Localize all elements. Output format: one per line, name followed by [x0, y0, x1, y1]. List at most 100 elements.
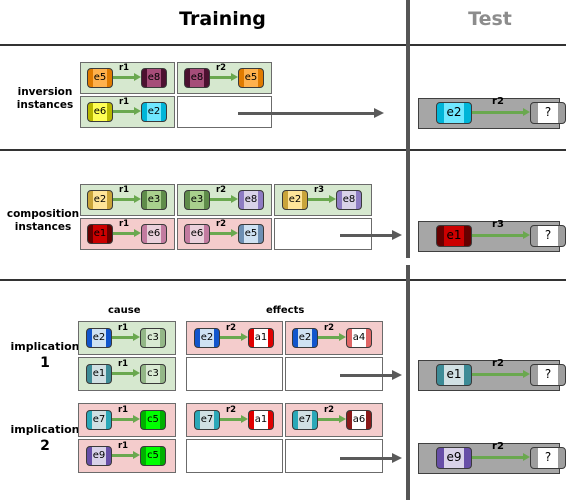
entity-tail: c3	[140, 328, 166, 348]
implication-1-empty-1	[186, 357, 283, 391]
entity-tail: e8	[141, 68, 167, 88]
entity-head: e9	[436, 447, 472, 469]
entity-tail: a1	[248, 410, 274, 430]
relation-label: r1	[118, 219, 130, 229]
entity-label: a4	[352, 332, 366, 343]
entity-label: e1	[92, 368, 106, 379]
test-header: Test	[468, 8, 512, 30]
entity-head: e5	[87, 68, 113, 88]
relation-arrow: r2	[210, 63, 238, 82]
composition-label: composition instances	[6, 208, 80, 233]
entity-head: e6	[87, 102, 113, 122]
training-header: Training	[179, 8, 266, 30]
entity-label: e2	[298, 332, 312, 343]
entity-tail: c5	[140, 446, 166, 466]
relation-label: r2	[492, 358, 504, 369]
entity-label: e5	[93, 72, 107, 83]
entity-label: e2	[200, 332, 214, 343]
composition-to-test-arrow	[340, 229, 402, 243]
entity-head: e2	[87, 190, 113, 210]
entity-head: e2	[194, 328, 220, 348]
entity-label: a6	[352, 414, 366, 425]
entity-head: e2	[292, 328, 318, 348]
entity-head: e2	[86, 328, 112, 348]
relation-label: r2	[323, 405, 335, 415]
relation-label: r2	[225, 323, 237, 333]
training-test-divider-upper	[406, 0, 410, 258]
entity-head: e7	[86, 410, 112, 430]
entity-label: e9	[92, 450, 106, 461]
relation-label: r2	[215, 185, 227, 195]
relation-arrow: r1	[113, 63, 141, 82]
entity-label: e5	[244, 72, 258, 83]
relation-arrow: r3	[472, 219, 530, 240]
entity-label: e2	[147, 106, 161, 117]
divider-top	[0, 44, 566, 46]
entity-tail: e3	[141, 190, 167, 210]
entity-head: e6	[184, 224, 210, 244]
relation-label: r1	[117, 405, 129, 415]
entity-tail: c3	[140, 364, 166, 384]
entity-label: e5	[244, 228, 258, 239]
relation-arrow: r3	[308, 185, 336, 204]
entity-label: ?	[544, 450, 552, 464]
entity-head: e1	[86, 364, 112, 384]
relation-label: r2	[492, 441, 504, 452]
entity-tail: e5	[238, 68, 264, 88]
entity-tail: e8	[336, 190, 362, 210]
entity-unknown: ?	[530, 225, 566, 247]
relation-arrow: r1	[113, 219, 141, 238]
entity-tail: e2	[141, 102, 167, 122]
entity-label: e8	[244, 194, 258, 205]
relation-label: r2	[215, 63, 227, 73]
entity-label: e7	[200, 414, 214, 425]
entity-head: e2	[282, 190, 308, 210]
implication-2-empty-1	[186, 439, 283, 473]
divider-middle	[0, 149, 566, 151]
entity-label: a1	[254, 332, 268, 343]
relation-arrow: r2	[472, 358, 530, 379]
relation-label: r1	[117, 359, 129, 369]
entity-label: e6	[190, 228, 204, 239]
composition-cell-empty	[274, 218, 372, 250]
relation-label: r1	[118, 97, 130, 107]
entity-tail: a6	[346, 410, 372, 430]
implication-1-to-test-arrow	[340, 369, 402, 383]
relation-arrow: r1	[112, 359, 140, 378]
entity-label: ?	[544, 105, 552, 119]
entity-head: e1	[87, 224, 113, 244]
entity-tail: a4	[346, 328, 372, 348]
relation-arrow: r1	[113, 185, 141, 204]
entity-unknown: ?	[530, 102, 566, 124]
relation-label: r1	[117, 441, 129, 451]
relation-arrow: r2	[472, 96, 530, 117]
entity-label: a1	[254, 414, 268, 425]
relation-arrow: r2	[318, 405, 346, 424]
relation-label: r2	[225, 405, 237, 415]
entity-label: e1	[446, 367, 462, 381]
entity-label: e7	[298, 414, 312, 425]
entity-tail: e5	[238, 224, 264, 244]
relation-arrow: r1	[112, 323, 140, 342]
relation-label: r2	[215, 219, 227, 229]
entity-unknown: ?	[530, 364, 566, 386]
entity-label: e3	[147, 194, 161, 205]
entity-label: e2	[446, 105, 462, 119]
entity-head: e8	[184, 68, 210, 88]
cause-label: cause	[108, 305, 141, 316]
entity-head: e7	[194, 410, 220, 430]
relation-label: r3	[313, 185, 325, 195]
entity-label: e6	[93, 106, 107, 117]
entity-label: e3	[190, 194, 204, 205]
relation-label: r1	[117, 323, 129, 333]
entity-label: e2	[288, 194, 302, 205]
entity-label: e8	[190, 72, 204, 83]
entity-label: c3	[147, 332, 159, 343]
inversion-to-test-arrow	[238, 107, 384, 121]
divider-bottom	[0, 279, 566, 281]
entity-head: e1	[436, 225, 472, 247]
entity-label: ?	[544, 367, 552, 381]
relation-arrow: r2	[472, 441, 530, 462]
